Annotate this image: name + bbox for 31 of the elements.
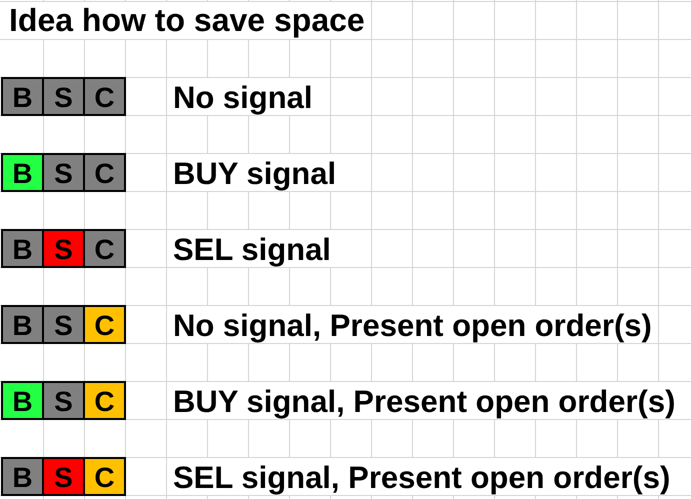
signal-indicator: C bbox=[83, 459, 124, 494]
indicator-strip bbox=[1, 229, 126, 268]
indicator-strip bbox=[1, 457, 126, 496]
status-description: BUY signal, Present open order(s) bbox=[173, 383, 676, 419]
signal-indicator: C bbox=[83, 307, 124, 342]
indicator-strip bbox=[1, 381, 126, 420]
signal-indicator: C bbox=[83, 231, 124, 266]
signal-indicator: S bbox=[42, 231, 83, 266]
signal-indicator: B bbox=[3, 79, 42, 114]
signal-indicator: C bbox=[83, 383, 124, 418]
signal-indicator: B bbox=[3, 383, 42, 418]
signal-indicator: B bbox=[3, 231, 42, 266]
status-description: No signal bbox=[173, 79, 313, 115]
indicator-strip bbox=[1, 153, 126, 192]
signal-indicator: S bbox=[42, 383, 83, 418]
signal-indicator: C bbox=[83, 79, 124, 114]
signal-indicator: B bbox=[3, 307, 42, 342]
signal-indicator: S bbox=[42, 307, 83, 342]
signal-indicator: S bbox=[42, 155, 83, 190]
status-description: SEL signal, Present open order(s) bbox=[173, 459, 670, 495]
status-description: BUY signal bbox=[173, 155, 336, 191]
signal-indicator: B bbox=[3, 459, 42, 494]
signal-indicator: S bbox=[42, 459, 83, 494]
signal-indicator: B bbox=[3, 155, 42, 190]
title: Idea how to save space bbox=[9, 2, 365, 38]
status-description: No signal, Present open order(s) bbox=[173, 307, 652, 343]
signal-indicator: S bbox=[42, 79, 83, 114]
indicator-strip bbox=[1, 305, 126, 344]
status-description: SEL signal bbox=[173, 231, 331, 267]
signal-indicator: C bbox=[83, 155, 124, 190]
indicator-strip bbox=[1, 77, 126, 116]
